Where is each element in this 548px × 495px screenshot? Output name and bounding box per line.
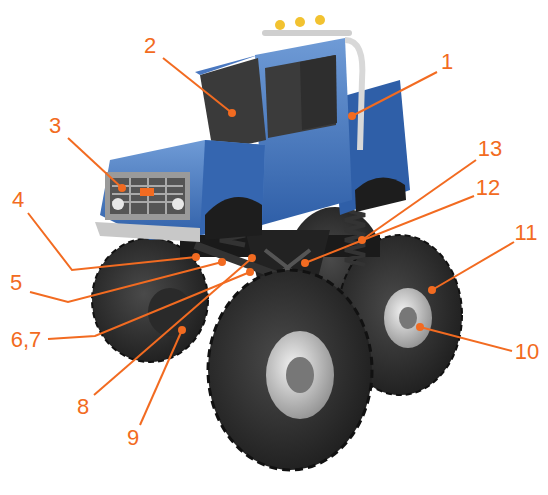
- callout-number: 1: [441, 50, 453, 74]
- callout-number: 4: [12, 188, 24, 212]
- callout-number: 11: [515, 221, 538, 245]
- callout-number: 13: [478, 137, 502, 161]
- callout-number: 10: [515, 340, 539, 364]
- callout-number: 8: [77, 395, 89, 419]
- callout-number: 5: [10, 271, 22, 295]
- callout-number: 2: [144, 34, 156, 58]
- callout-number: 9: [127, 426, 139, 450]
- callout-number: 3: [49, 114, 61, 138]
- callout-number: 12: [476, 176, 500, 200]
- callout-number: 6,7: [11, 328, 42, 352]
